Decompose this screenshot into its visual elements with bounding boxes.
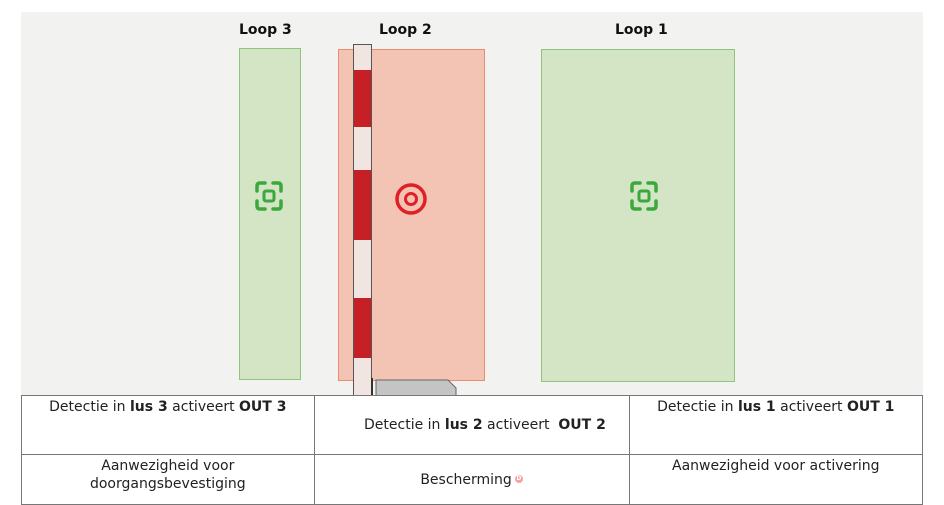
focus-frame-icon (255, 181, 283, 211)
d-badge-icon: D (514, 474, 523, 483)
barrier-arm-outline (353, 44, 372, 395)
output-ref: OUT 1 (846, 399, 895, 415)
loop-1-zone (541, 49, 735, 382)
table-row: Aanwezigheid voor doorgangsbevestiging B… (21, 454, 924, 505)
barrier-stripe-red (354, 170, 371, 240)
cell-text: activeert (482, 417, 559, 433)
cell-text: activeert (167, 399, 240, 415)
loop-3-label: Loop 3 (239, 22, 292, 38)
barrier-post-base (371, 378, 457, 395)
loop-output-table: Detectie in lus 3 activeert OUT 3 Detect… (21, 395, 924, 505)
loop-3-zone (239, 48, 301, 380)
loop-1-label: Loop 1 (615, 22, 668, 38)
cell-text: activeert (775, 399, 847, 415)
loop-2-label: Loop 2 (379, 22, 432, 38)
output-ref: OUT 3 (239, 399, 287, 415)
focus-frame-icon (630, 181, 658, 211)
loop-2-output-cell: Detectie in lus 2 activeert OUT 2 (313, 395, 630, 455)
barrier-stripe-red (354, 298, 371, 358)
loop-3-function-cell: Aanwezigheid voor doorgangsbevestiging (21, 454, 315, 505)
loop-3-output-cell: Detectie in lus 3 activeert OUT 3 (21, 395, 315, 455)
output-ref: OUT 2 (558, 417, 606, 433)
cell-text: Detectie in (49, 399, 130, 415)
loop-ref: lus 3 (130, 399, 168, 415)
cell-text: Detectie in (364, 417, 445, 433)
table-row: Detectie in lus 3 activeert OUT 3 Detect… (21, 395, 924, 455)
loop-1-function-cell: Aanwezigheid voor activering (628, 454, 924, 505)
loop-1-output-cell: Detectie in lus 1 activeert OUT 1 (628, 395, 924, 455)
barrier-stripe-red (354, 70, 371, 127)
loop-diagram: Loop 3 Loop 2 Loop 1 (21, 12, 923, 395)
cell-text: Detectie in (657, 399, 738, 415)
loop-ref: lus 2 (444, 417, 483, 433)
cell-text: Bescherming (420, 471, 512, 488)
loop-ref: lus 1 (737, 399, 776, 415)
target-icon (395, 183, 427, 215)
